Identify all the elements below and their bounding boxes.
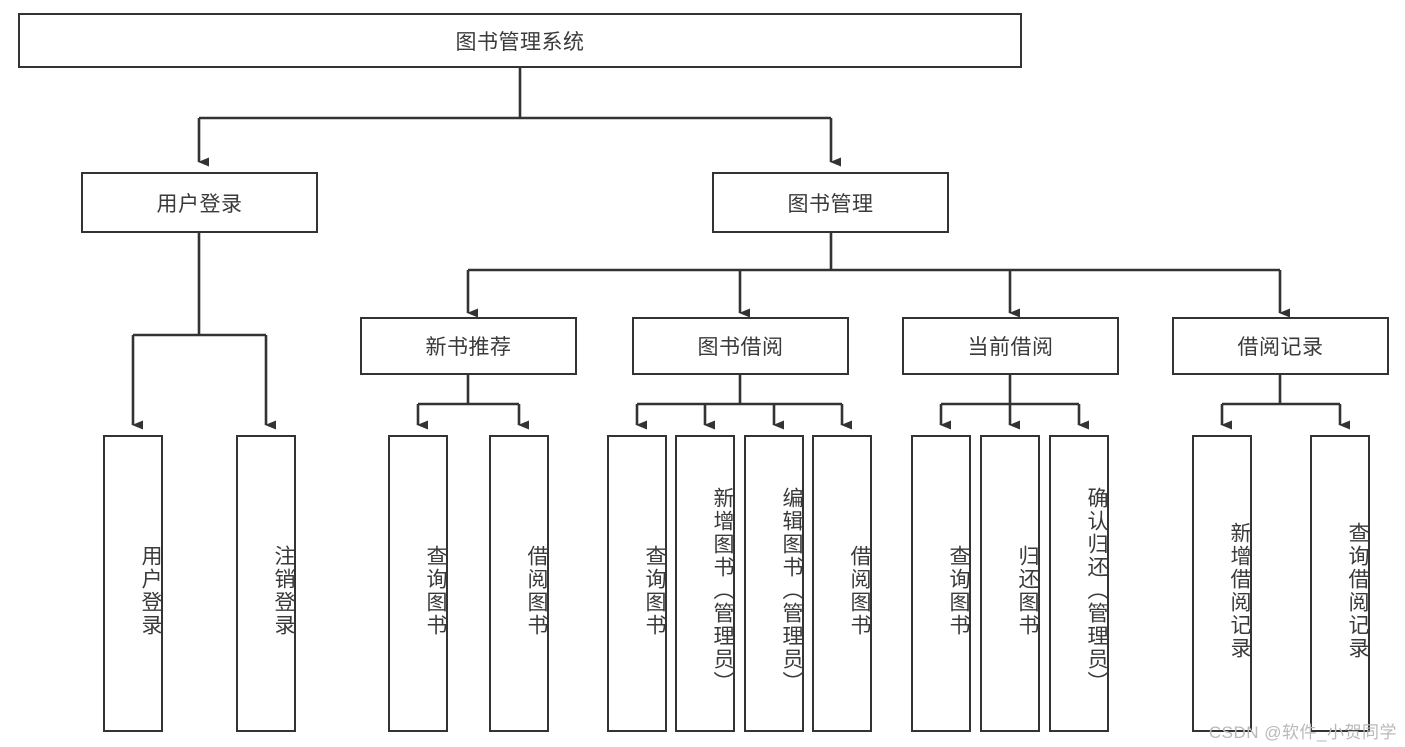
node-label: 新增借阅记录 [1228,521,1251,660]
node-label: 编辑图书（管理员） [780,487,803,694]
node-user-login[interactable]: 用户登录 [81,172,318,233]
node-label: 图书借阅 [697,336,784,359]
node-borrow-record[interactable]: 借阅记录 [1172,317,1389,375]
node-current-borrow[interactable]: 当前借阅 [902,317,1119,375]
node-label: 确认归还（管理员） [1085,487,1108,694]
node-label: 新书推荐 [425,336,512,359]
node-book-borrow[interactable]: 图书借阅 [632,317,849,375]
leaf-user-login[interactable]: 用户登录 [103,435,163,732]
node-book-management[interactable]: 图书管理 [712,172,949,233]
node-root-book-management-system[interactable]: 图书管理系统 [18,13,1022,68]
node-label: 归还图书 [1016,544,1039,637]
node-label: 新增图书（管理员） [711,487,734,694]
leaf-query-book-borrow[interactable]: 查询图书 [607,435,667,732]
node-label: 用户登录 [156,192,243,216]
node-new-book-recommend[interactable]: 新书推荐 [360,317,577,375]
node-label: 图书管理系统 [455,30,585,54]
leaf-confirm-return-admin[interactable]: 确认归还（管理员） [1049,435,1109,732]
leaf-query-book-current[interactable]: 查询图书 [911,435,971,732]
csdn-watermark: CSDN @软件_小贺同学 [1208,723,1397,742]
node-label: 查询图书 [947,544,970,637]
node-label: 注销登录 [272,544,295,637]
node-label: 查询借阅记录 [1346,521,1369,660]
leaf-query-borrow-record[interactable]: 查询借阅记录 [1310,435,1370,732]
leaf-user-logout[interactable]: 注销登录 [236,435,296,732]
node-label: 当前借阅 [967,336,1054,359]
node-label: 借阅图书 [525,544,548,637]
leaf-add-book-admin[interactable]: 新增图书（管理员） [675,435,735,732]
node-label: 查询图书 [424,544,447,637]
leaf-query-book-recommend[interactable]: 查询图书 [388,435,448,732]
node-label: 图书管理 [787,192,874,216]
node-label: 借阅记录 [1237,336,1324,359]
leaf-edit-book-admin[interactable]: 编辑图书（管理员） [744,435,804,732]
leaf-add-borrow-record[interactable]: 新增借阅记录 [1192,435,1252,732]
leaf-borrow-book-recommend[interactable]: 借阅图书 [489,435,549,732]
leaf-borrow-book[interactable]: 借阅图书 [812,435,872,732]
node-label: 用户登录 [139,544,162,637]
node-label: 借阅图书 [848,544,871,637]
node-label: 查询图书 [643,544,666,637]
leaf-return-book[interactable]: 归还图书 [980,435,1040,732]
